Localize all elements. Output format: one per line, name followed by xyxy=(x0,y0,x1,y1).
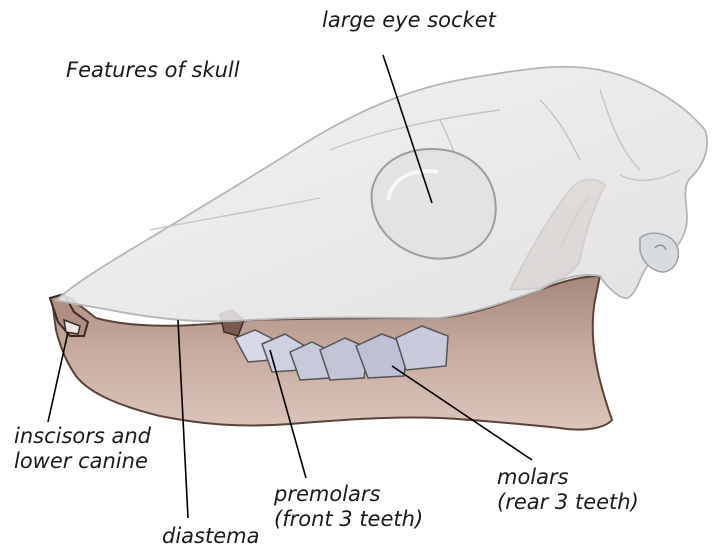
leader-incisors xyxy=(48,332,68,422)
diagram-title: Features of skull xyxy=(66,58,240,83)
label-molars-line1: molars xyxy=(497,465,639,490)
label-premolars-line1: premolars xyxy=(274,482,423,507)
label-eye-socket: large eye socket xyxy=(322,8,496,33)
label-incisors-line1: inscisors and xyxy=(14,424,151,449)
label-molars-line2: (rear 3 teeth) xyxy=(497,490,639,515)
label-premolars: premolars (front 3 teeth) xyxy=(274,482,423,532)
label-molars: molars (rear 3 teeth) xyxy=(497,465,639,515)
label-premolars-line2: (front 3 teeth) xyxy=(274,507,423,532)
label-incisors: inscisors and lower canine xyxy=(14,424,151,474)
label-incisors-line2: lower canine xyxy=(14,449,151,474)
label-diastema: diastema xyxy=(162,524,259,549)
